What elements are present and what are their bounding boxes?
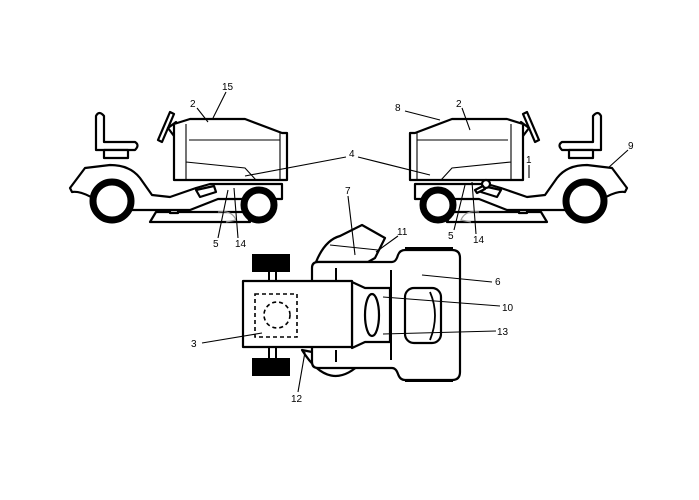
callout-7: 7	[345, 186, 351, 197]
callout-9: 9	[628, 141, 634, 152]
callout-3: 3	[191, 339, 197, 350]
callout-8: 8	[395, 103, 401, 114]
callout-15: 15	[222, 82, 234, 93]
callout-10: 10	[502, 303, 514, 314]
callout-14-left: 14	[235, 239, 247, 250]
callout-11: 11	[397, 227, 408, 238]
callout-5-right: 5	[448, 231, 454, 242]
callout-labels: 15 2 4 5 14 8 2 9 1 5 14 7 11 6 10 13 3 …	[190, 82, 634, 405]
tractor-top-view	[241, 223, 462, 382]
callout-4: 4	[349, 149, 355, 160]
callout-14-right: 14	[473, 235, 485, 246]
callout-5-left: 5	[213, 239, 219, 250]
callout-12: 12	[291, 394, 303, 405]
callout-6: 6	[495, 277, 501, 288]
callout-1: 1	[526, 155, 532, 166]
tractor-right-side-view	[410, 112, 627, 222]
tractor-left-side-view	[70, 112, 287, 222]
leader-lines	[196, 91, 629, 393]
callout-2-left: 2	[190, 99, 196, 110]
callout-2-right: 2	[456, 99, 462, 110]
callout-13: 13	[497, 327, 509, 338]
